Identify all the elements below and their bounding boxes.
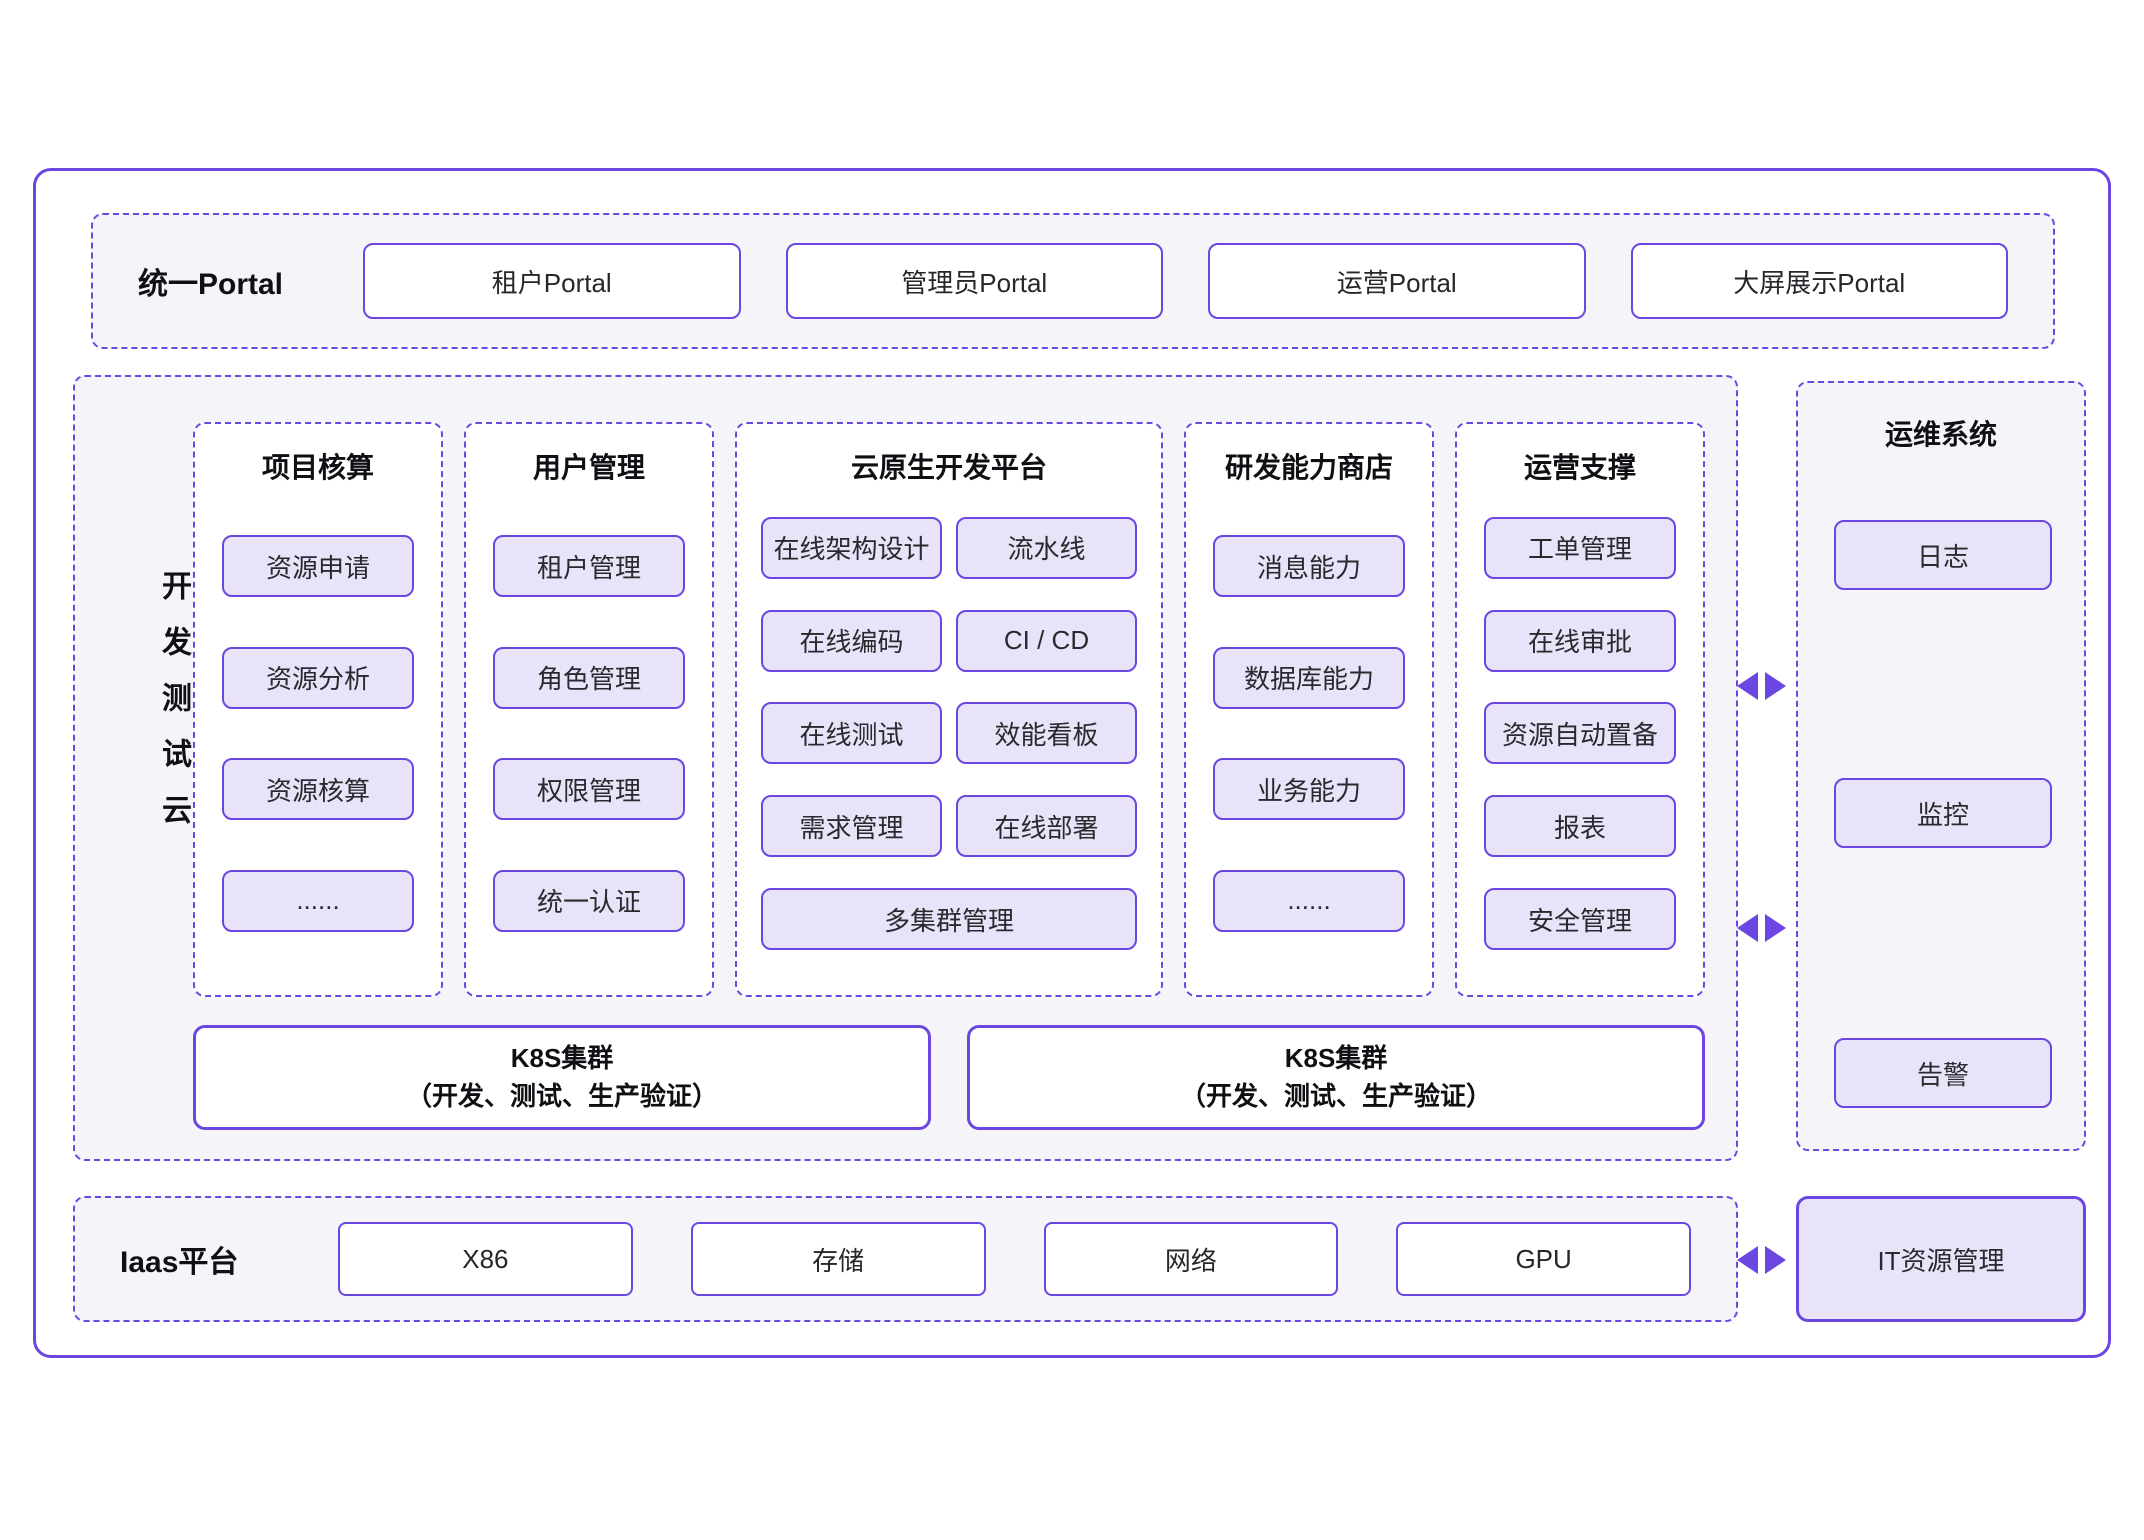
module-chip: 需求管理: [761, 795, 942, 858]
column-user-management: 用户管理 租户管理 角色管理 权限管理 统一认证: [464, 422, 714, 997]
column-operation-support: 运营支撑 工单管理 在线审批 资源自动置备 报表 安全管理: [1455, 422, 1705, 997]
it-resource-card: IT资源管理: [1796, 1196, 2086, 1322]
module-chip: 在线部署: [956, 795, 1137, 858]
module-chip: 安全管理: [1484, 888, 1676, 951]
module-chip: 报表: [1484, 795, 1676, 858]
module-chip: 在线审批: [1484, 609, 1676, 672]
module-chip-ellipsis: ......: [222, 869, 414, 932]
iaas-card-gpu: GPU: [1396, 1222, 1691, 1296]
column-title: 用户管理: [532, 452, 645, 483]
module-chip-multicluster: 多集群管理: [761, 888, 1137, 951]
module-chip: 在线测试: [761, 702, 942, 765]
module-chip: 在线编码: [761, 609, 942, 672]
sync-arrows-icon: [1736, 914, 1786, 942]
portal-card-bigscreen: 大屏展示Portal: [1630, 243, 2008, 319]
ops-item-log: 日志: [1834, 520, 2052, 590]
arrow-left-icon: [1736, 672, 1758, 700]
k8s-cluster-card: K8S集群 （开发、测试、生产验证）: [193, 1025, 931, 1130]
portal-section-label: 统一Portal: [138, 268, 284, 301]
portal-card-list: 租户Portal 管理员Portal 运营Portal 大屏展示Portal: [363, 243, 2008, 319]
module-chip: CI / CD: [956, 609, 1137, 672]
portal-card-operation: 运营Portal: [1208, 243, 1586, 319]
iaas-section: Iaas平台 X86 存储 网络 GPU: [73, 1196, 1738, 1322]
arrow-right-icon: [1764, 672, 1786, 700]
column-title: 研发能力商店: [1224, 452, 1393, 483]
column-project-accounting: 项目核算 资源申请 资源分析 资源核算 ......: [193, 422, 443, 997]
sync-arrows-icon: [1736, 672, 1786, 700]
module-chip: 资源分析: [222, 646, 414, 709]
portal-section: 统一Portal 租户Portal 管理员Portal 运营Portal 大屏展…: [91, 213, 2055, 349]
ops-item-alert: 告警: [1834, 1038, 2052, 1108]
module-chip: 效能看板: [956, 702, 1137, 765]
iaas-card-storage: 存储: [690, 1222, 986, 1296]
module-chip: 工单管理: [1484, 516, 1676, 579]
iaas-card-list: X86 存储 网络 GPU: [338, 1222, 1691, 1296]
module-chip: 流水线: [956, 516, 1137, 579]
k8s-cluster-row: K8S集群 （开发、测试、生产验证） K8S集群 （开发、测试、生产验证）: [193, 1025, 1705, 1130]
module-chip: 权限管理: [493, 758, 685, 821]
module-chip: 租户管理: [493, 535, 685, 598]
column-title: 云原生开发平台: [850, 452, 1047, 483]
dev-test-cloud-section: 开发测试云 项目核算 资源申请 资源分析 资源核算 ...... 用户管理 租户…: [73, 375, 1738, 1161]
diagram-outer-frame: 统一Portal 租户Portal 管理员Portal 运营Portal 大屏展…: [33, 168, 2111, 1358]
ops-item-monitor: 监控: [1834, 778, 2052, 848]
arrow-left-icon: [1736, 914, 1758, 942]
column-capability-store: 研发能力商店 消息能力 数据库能力 业务能力 ......: [1184, 422, 1434, 997]
module-chip: 业务能力: [1213, 758, 1405, 821]
sync-arrows-icon: [1736, 1246, 1786, 1274]
k8s-cluster-card: K8S集群 （开发、测试、生产验证）: [967, 1025, 1705, 1130]
portal-card-tenant: 租户Portal: [363, 243, 741, 319]
ops-system-title: 运维系统: [1884, 419, 1997, 450]
column-cloud-native-platform: 云原生开发平台 在线架构设计 流水线 在线编码 CI / CD 在线测试 效能看: [735, 422, 1163, 997]
iaas-card-x86: X86: [338, 1222, 633, 1296]
module-chip: 在线架构设计: [761, 516, 942, 579]
module-chip: 资源自动置备: [1484, 702, 1676, 765]
arrow-left-icon: [1736, 1246, 1758, 1274]
module-chip: 角色管理: [493, 646, 685, 709]
iaas-card-network: 网络: [1043, 1222, 1339, 1296]
module-chip-ellipsis: ......: [1213, 869, 1405, 932]
module-columns: 项目核算 资源申请 资源分析 资源核算 ...... 用户管理 租户管理 角色管…: [193, 422, 1705, 997]
module-chip: 消息能力: [1213, 535, 1405, 598]
arrow-right-icon: [1764, 914, 1786, 942]
module-chip: 数据库能力: [1213, 646, 1405, 709]
ops-system-panel: 运维系统 日志 监控 告警: [1796, 381, 2086, 1151]
module-chip: 统一认证: [493, 869, 685, 932]
portal-card-admin: 管理员Portal: [785, 243, 1163, 319]
dev-test-cloud-label: 开发测试云: [157, 569, 190, 850]
module-chip: 资源核算: [222, 758, 414, 821]
column-title: 项目核算: [261, 452, 374, 483]
module-chip: 资源申请: [222, 535, 414, 598]
column-title: 运营支撑: [1523, 452, 1636, 483]
arrow-right-icon: [1764, 1246, 1786, 1274]
iaas-section-label: Iaas平台: [120, 1246, 239, 1279]
